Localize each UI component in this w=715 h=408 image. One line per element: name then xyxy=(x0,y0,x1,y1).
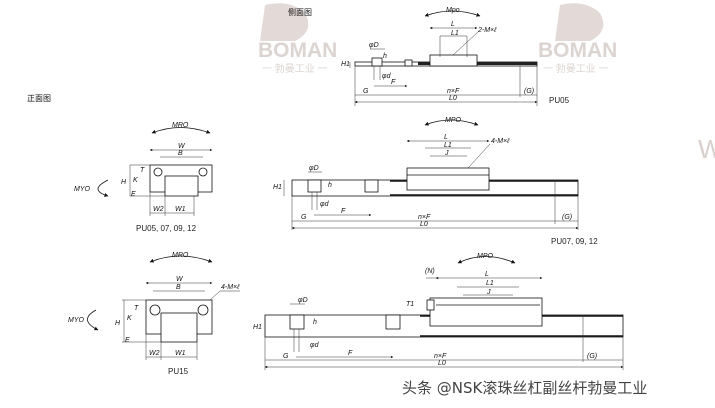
dim-h: h xyxy=(328,182,332,189)
dim-H: H xyxy=(121,179,127,186)
dim-phiD: φD xyxy=(309,165,319,172)
svg-text:一 勃曼工业 一: 一 勃曼工业 一 xyxy=(262,62,328,75)
dim-phid: φd xyxy=(310,342,320,349)
svg-text:一 勃曼工业 一: 一 勃曼工业 一 xyxy=(543,62,609,75)
dim-G: G xyxy=(301,214,307,221)
dim-J: J xyxy=(486,289,491,296)
svg-text:BOMAN: BOMAN xyxy=(258,39,337,62)
dim-T: T xyxy=(134,305,139,312)
dim-W1: W1 xyxy=(175,206,186,213)
dim-L: L xyxy=(451,21,455,28)
dim-F: F xyxy=(341,208,346,215)
dim-W2: W2 xyxy=(153,206,164,213)
dim-H: H xyxy=(115,320,121,327)
dim-G-paren: (G) xyxy=(562,214,572,221)
moment-label: MPO xyxy=(445,117,462,124)
dim-B: B xyxy=(178,150,183,157)
dim-L1: L1 xyxy=(451,30,459,37)
side-view-title: 侧面图 xyxy=(288,7,312,17)
front-view-title: 正面图 xyxy=(27,94,51,103)
watermark-logo-left: BOMAN 一 勃曼工业 一 xyxy=(258,3,337,75)
dim-L0: L0 xyxy=(420,221,428,228)
watermark-side-letter: W xyxy=(698,134,715,164)
dim-E: E xyxy=(125,337,130,344)
dim-L0: L0 xyxy=(438,360,446,367)
dim-h: h xyxy=(383,53,387,60)
dim-W2: W2 xyxy=(149,350,160,357)
dim-phid: φd xyxy=(320,201,330,208)
dim-W: W xyxy=(178,143,186,150)
dim-L: L xyxy=(485,271,489,278)
dim-H1: H1 xyxy=(341,61,350,68)
dim-G-paren: (G) xyxy=(587,353,597,360)
moment-r-label: MRO xyxy=(172,122,189,129)
dim-H1: H1 xyxy=(253,324,262,331)
side-view-2: MPO L L1 J 4-M×ℓ φD h H1 φd F G n×F (G) … xyxy=(273,117,598,246)
moment-label: Mpo xyxy=(446,7,460,14)
caption-pu07-12: PU07, 09, 12 xyxy=(551,237,598,246)
dim-L: L xyxy=(444,134,448,141)
dim-J: J xyxy=(444,150,449,157)
dim-L1: L1 xyxy=(486,280,494,287)
dim-L0: L0 xyxy=(449,95,457,102)
caption-pu05-12: PU05, 07, 09, 12 xyxy=(136,224,197,233)
dim-phiD: φD xyxy=(369,42,379,49)
dim-W1: W1 xyxy=(175,350,186,357)
caption-pu15: PU15 xyxy=(168,367,189,376)
source-watermark: 头条 @NSK滚珠丝杠副丝杆勃曼工业 xyxy=(402,379,647,397)
dim-H1: H1 xyxy=(273,184,282,191)
dim-N: (N) xyxy=(425,268,435,275)
dim-F: F xyxy=(391,79,396,86)
top-side-view: Mpo L L1 2-M×ℓ φD h H1 φd F G n×F (G) L0… xyxy=(341,7,570,106)
front-view-1: MRO W B H K T E MYO W2 W1 PU05, 07, 09, … xyxy=(74,122,213,233)
front-view-2: MRO W B 4-M×ℓ H K T E MYO W2 W1 PU15 xyxy=(68,252,240,376)
dim-screw: 4-M×ℓ xyxy=(491,138,510,145)
dim-nF: n×F xyxy=(418,214,431,221)
dim-B: B xyxy=(176,284,181,291)
dim-L1: L1 xyxy=(444,142,452,149)
dim-T: T xyxy=(140,167,145,174)
caption-pu05: PU05 xyxy=(549,96,570,105)
dim-E: E xyxy=(131,191,136,198)
moment-label: MPO xyxy=(477,253,494,260)
side-view-3: MPO (N) L L1 J T1 φD h H1 φd F G n×F (G)… xyxy=(253,253,624,370)
dim-screw: 2-M×ℓ xyxy=(477,27,497,34)
moment-r-label: MRO xyxy=(172,252,189,259)
dim-phiD: φD xyxy=(298,297,308,304)
dim-phid: φd xyxy=(382,73,392,80)
dim-F: F xyxy=(348,350,353,357)
moment-y-label: MYO xyxy=(74,186,91,193)
dim-T1: T1 xyxy=(406,301,414,308)
watermark-logo-right: BOMAN 一 勃曼工业 一 xyxy=(538,3,617,75)
svg-text:BOMAN: BOMAN xyxy=(538,39,617,62)
dim-screw: 4-M×ℓ xyxy=(221,284,240,291)
dim-nF: n×F xyxy=(447,88,460,95)
moment-y-label: MYO xyxy=(68,317,85,324)
dim-W: W xyxy=(176,276,184,283)
dim-G: G xyxy=(363,88,369,95)
dim-K: K xyxy=(133,177,138,184)
dim-G-paren: (G) xyxy=(524,88,534,95)
dim-h: h xyxy=(313,319,317,326)
dim-nF: n×F xyxy=(434,353,447,360)
dim-K: K xyxy=(127,315,132,322)
dim-G: G xyxy=(283,353,289,360)
